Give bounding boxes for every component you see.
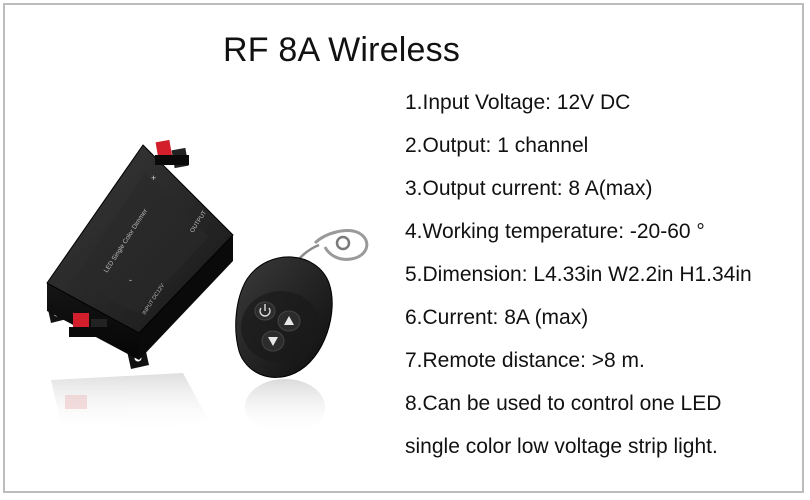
output-terminal [155,139,189,169]
arrow-down-icon [268,337,278,346]
controller-reflection [51,373,211,433]
spec-output-current: 3.Output current: 8 A(max) [405,177,653,200]
power-button[interactable] [254,301,276,321]
dimmer-controller: LED Single Color Dimmer OUTPUT INPUT DC1… [46,139,234,369]
power-icon [259,304,271,317]
spec-usage: 8.Can be used to control one LED [405,392,722,415]
dimmer-minus-label: - [129,275,132,285]
dimmer-plus-label: + [151,173,156,183]
product-title: RF 8A Wireless [223,31,461,69]
down-button[interactable] [261,330,285,352]
spec-usage-continued: single color low voltage strip light. [405,435,718,458]
spec-input-voltage: 1.Input Voltage: 12V DC [405,91,631,114]
spec-output: 2.Output: 1 channel [405,134,589,157]
remote-reflection [245,379,325,435]
input-terminal [69,313,111,337]
product-card: RF 8A Wireless [3,3,804,493]
spec-working-temperature: 4.Working temperature: -20-60 ° [405,220,705,243]
rf-remote [235,256,333,378]
product-image: LED Single Color Dimmer OUTPUT INPUT DC1… [46,139,369,435]
arrow-up-icon [284,316,294,325]
spec-remote-distance: 7.Remote distance: >8 m. [405,349,645,372]
spec-current: 6.Current: 8A (max) [405,306,589,329]
spec-dimension: 5.Dimension: L4.33in W2.2in H1.34in [405,263,752,286]
up-button[interactable] [277,310,301,332]
